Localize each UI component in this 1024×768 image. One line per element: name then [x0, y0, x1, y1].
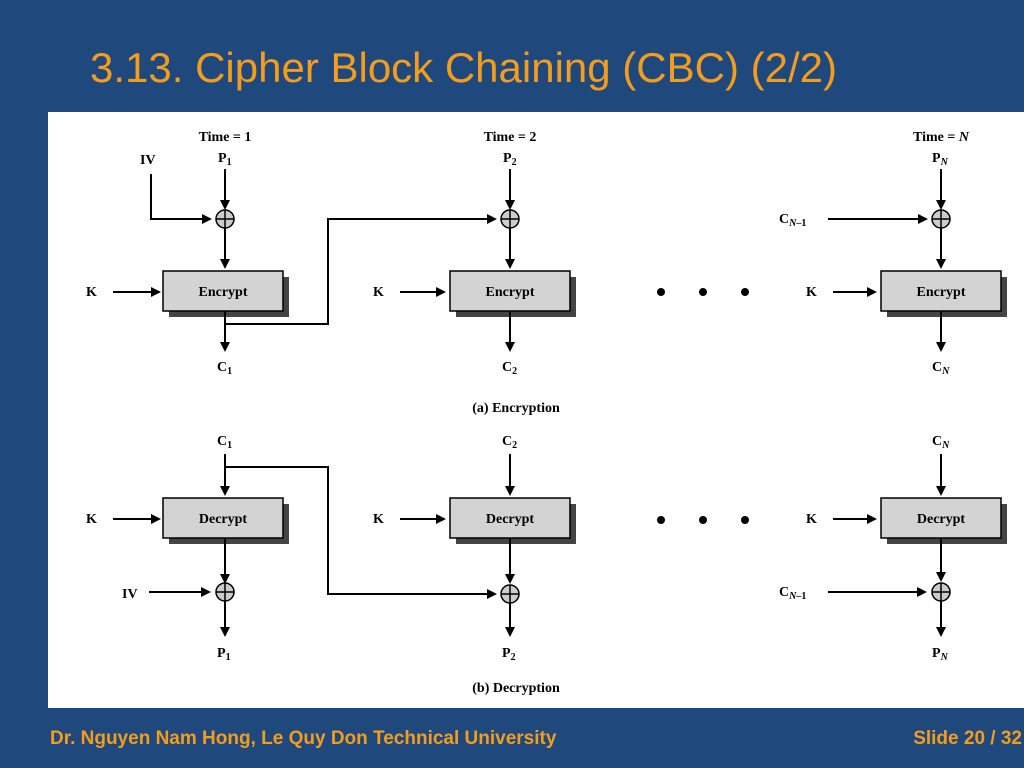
slide-title: 3.13. Cipher Block Chaining (CBC) (2/2) — [90, 44, 837, 91]
enc-ellipsis — [657, 288, 749, 296]
dec-c1-label: C1 — [217, 434, 232, 451]
dec-cn-label: CN — [932, 434, 950, 451]
dec-ellipsis — [657, 516, 749, 524]
cbc-diagram: Time = 1 Time = 2 Time = N P1 P2 PN IV K — [86, 130, 1007, 696]
dec-iv-label: IV — [122, 587, 138, 602]
decrypt-block-1: Decrypt — [162, 497, 289, 544]
slide-total: 32 — [1000, 728, 1022, 749]
footer-slide-counter: Slide 20 / 32 — [913, 728, 1022, 749]
enc-cn-1-label: CN–1 — [779, 212, 806, 229]
dec-p1-label: P1 — [217, 646, 231, 663]
enc-key-2-label: K — [373, 285, 384, 300]
enc-time-2-label: Time = 2 — [484, 130, 537, 145]
dec-pn-label: PN — [932, 646, 949, 663]
slide-number: 20 — [963, 728, 986, 749]
svg-text:Encrypt: Encrypt — [199, 285, 248, 300]
xor-icon — [931, 209, 951, 229]
slide-label: Slide — [913, 728, 959, 749]
decryption-section: C1 C2 CN K Decrypt IV P1 — [86, 434, 1007, 696]
enc-iv-label: IV — [140, 153, 156, 168]
encrypt-block-n: Encrypt — [880, 270, 1007, 317]
encrypt-block-2: Encrypt — [449, 270, 576, 317]
enc-c2-label: C2 — [502, 360, 517, 377]
enc-cn-label: CN — [932, 360, 950, 377]
dec-key-2-label: K — [373, 512, 384, 527]
svg-text:Decrypt: Decrypt — [199, 512, 248, 527]
svg-text:Decrypt: Decrypt — [486, 512, 535, 527]
dec-key-n-label: K — [806, 512, 817, 527]
enc-caption: (a) Encryption — [472, 401, 560, 416]
enc-key-1-label: K — [86, 285, 97, 300]
xor-icon — [500, 584, 520, 604]
svg-text:Encrypt: Encrypt — [917, 285, 966, 300]
decrypt-block-n: Decrypt — [880, 497, 1007, 544]
dec-p2-label: P2 — [502, 646, 516, 663]
encrypt-block-1: Encrypt — [162, 270, 289, 317]
encryption-section: Time = 1 Time = 2 Time = N P1 P2 PN IV K — [86, 130, 1007, 416]
dec-cn-1-label: CN–1 — [779, 585, 806, 602]
xor-icon — [500, 209, 520, 229]
svg-text:Encrypt: Encrypt — [486, 285, 535, 300]
dec-caption: (b) Decryption — [472, 681, 560, 696]
xor-icon — [215, 582, 235, 602]
decrypt-block-2: Decrypt — [449, 497, 576, 544]
svg-text:Decrypt: Decrypt — [917, 512, 966, 527]
enc-key-n-label: K — [806, 285, 817, 300]
enc-c1-label: C1 — [217, 360, 232, 377]
xor-icon — [931, 582, 951, 602]
dec-c2-label: C2 — [502, 434, 517, 451]
enc-pn-label: PN — [932, 151, 949, 168]
footer-author: Dr. Nguyen Nam Hong, Le Quy Don Technica… — [50, 728, 557, 749]
xor-icon — [215, 209, 235, 229]
enc-p2-label: P2 — [503, 151, 517, 168]
dec-key-1-label: K — [86, 512, 97, 527]
enc-time-1-label: Time = 1 — [199, 130, 252, 145]
enc-p1-label: P1 — [218, 151, 232, 168]
cbc-diagram-panel: Time = 1 Time = 2 Time = N P1 P2 PN IV K — [48, 112, 1024, 708]
enc-time-n-label: Time = N — [913, 130, 970, 145]
